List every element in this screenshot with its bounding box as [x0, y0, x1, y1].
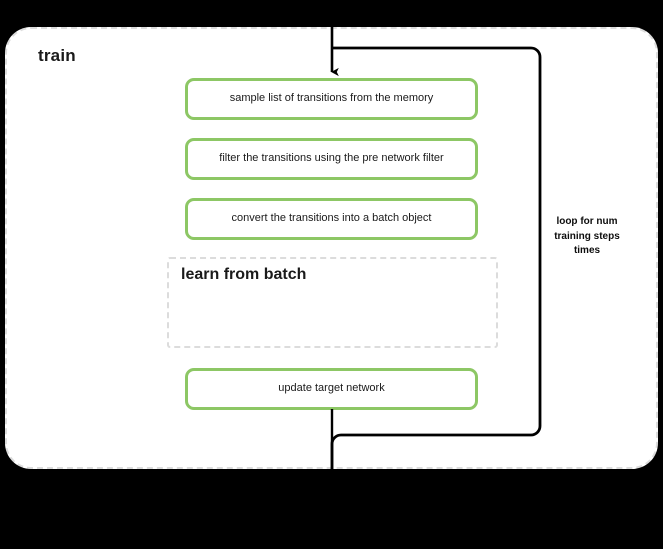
step-convert-to-batch[interactable]: convert the transitions into a batch obj…: [185, 198, 478, 240]
loop-annotation-label: loop for num training steps times: [554, 216, 620, 256]
page-title: train: [38, 46, 76, 65]
learn-from-batch-label: learn from batch: [181, 266, 307, 283]
step-sample-transitions-label: sample list of transitions from the memo…: [229, 92, 434, 105]
step-update-target-network[interactable]: update target network: [185, 368, 478, 410]
step-convert-to-batch-label: convert the transitions into a batch obj…: [231, 212, 432, 225]
step-filter-transitions[interactable]: filter the transitions using the pre net…: [185, 138, 478, 180]
step-filter-transitions-label: filter the transitions using the pre net…: [219, 152, 444, 165]
step-update-target-network-label: update target network: [278, 382, 385, 395]
step-sample-transitions[interactable]: sample list of transitions from the memo…: [185, 78, 478, 120]
